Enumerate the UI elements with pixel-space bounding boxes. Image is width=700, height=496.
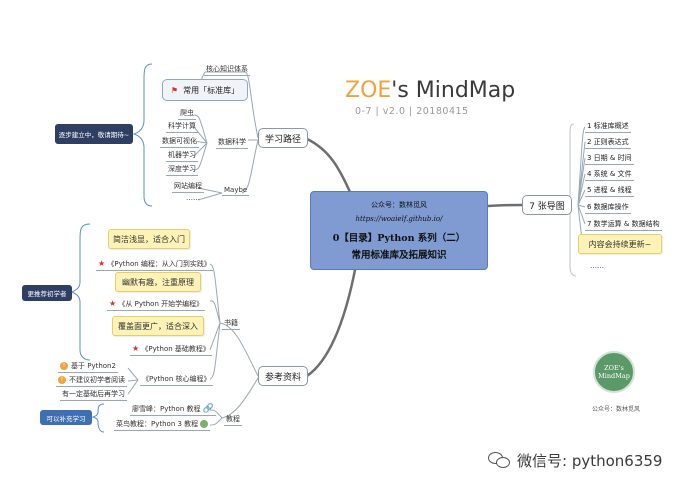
map-item-1[interactable]: 1 标准库概述 [585,121,631,133]
mindmap-subtitle: 0-7 | v2.0 | 20180415 [355,106,469,117]
brace-recommend [70,223,91,361]
data-item-visualization[interactable]: 数据可视化 [160,136,199,148]
core-note-1-text: 基于 Python2 [71,362,116,370]
connector-learning [305,137,352,194]
tutorial-item-1[interactable]: 廖雪峰：Python 教程 🔗 [130,404,216,416]
data-item-sci-compute[interactable]: 科学计算 [166,121,198,133]
more-content-note: 内容会持续更新~ [578,234,662,254]
connector-maybe-items [197,187,223,201]
star-icon: ★ [98,259,106,268]
title-zoe: ZOE [345,78,392,103]
map-item-5[interactable]: 5 进程 & 线程 [585,185,634,197]
connector-right-items [577,126,586,246]
star-icon: ★ [132,344,140,353]
connector-data-items [193,114,208,171]
branch-seven-maps[interactable]: 7 张导图 [522,195,572,215]
learning-dots: …… [186,194,200,202]
tutorial-item-2-text: 菜鸟教程：Python 3 教程 [116,420,199,428]
data-item-ml[interactable]: 机器学习 [166,150,198,162]
map-item-6[interactable]: 6 数据库操作 [585,202,631,214]
data-science-label[interactable]: 数据科学 [216,137,248,149]
brace-supplement [91,403,105,433]
common-lib-label: 常用「标准库」 [183,85,240,95]
connector-core [244,71,259,139]
note-book-1: 简洁浅显，适合入门 [108,229,190,249]
data-item-crawler[interactable]: 爬虫 [178,108,196,120]
maybe-label[interactable]: Maybe [222,186,250,196]
central-url: https://woaielf.github.io/ [355,215,443,223]
connector-tutorial-items [209,409,223,426]
learning-note-tag: 逐步建立中，敬请期待~ [55,124,133,144]
supplement-tag: 可以补充学习 [40,410,92,425]
watermark-text: 微信号: python6359 [517,452,663,470]
connector-book-items [209,263,221,380]
branch-references[interactable]: 参考资料 [258,366,308,386]
wechat-watermark: 微信号: python6359 [488,450,662,471]
map-item-4[interactable]: 4 系统 & 文件 [585,169,634,181]
tutorials-label[interactable]: 教程 [224,414,242,426]
central-subtitle: 常用标准库及拓展知识 [351,250,447,261]
tutorial-item-2[interactable]: 菜鸟教程：Python 3 教程 [114,419,211,431]
brace-learning [132,63,153,207]
logo-caption: 公众号：数林觅风 [592,406,641,413]
star-icon: ★ [109,299,117,308]
book-title-3-text: 《Python 基础教程》 [141,345,210,353]
core-note-2[interactable]: !不建议初学者阅读 [56,375,127,387]
book-title-2[interactable]: ★ 《从 Python 开始学编程》 [107,299,206,311]
book-title-4[interactable]: 《Python 核心编程》 [140,374,213,386]
connector-tutorials [221,377,259,419]
core-note-3[interactable]: 有一定基础后再学习 [60,389,127,401]
web-dev-label[interactable]: 网站编程 [172,181,204,193]
title-mindmap: 's MindMap [391,78,516,103]
books-label[interactable]: 书籍 [222,318,240,330]
note-book-2: 幽默有趣，注重原理 [115,272,201,292]
logo-line-1: ZOE's [604,364,624,372]
common-lib-node[interactable]: ⚑ 常用「标准库」 [162,79,248,101]
mindmap-title: ZOE's MindMap [345,78,515,103]
book-title-2-text: 《从 Python 开始学编程》 [118,300,204,308]
connector-books [219,322,259,377]
logo-line-2: MindMap [598,372,630,380]
book-icon [200,420,209,428]
data-item-dl[interactable]: 深度学习 [166,164,198,176]
connector-core-notes [127,367,139,395]
book-title-1[interactable]: ★ 《Python 编程：从入门到实践》 [96,259,213,271]
branch-learning-path[interactable]: 学习路径 [258,128,308,148]
connector-maybe [241,139,259,194]
tutorial-item-1-text: 廖雪峰：Python 教程 [132,405,201,413]
book-title-3[interactable]: ★ 《Python 基础教程》 [130,344,212,356]
core-knowledge-label[interactable]: 核心知识体系 [204,64,250,76]
map-dots: …… [590,262,604,270]
core-note-2-text: 不建议初学者阅读 [69,376,125,384]
info-badge-icon: ! [60,362,68,370]
central-title: 0【目录】Python 系列（二） [332,233,466,244]
central-account: 公众号：数林觅风 [371,201,427,209]
connector-mindmap [486,203,524,208]
central-topic[interactable]: 公众号：数林觅风 https://woaielf.github.io/ 0【目录… [310,191,488,270]
core-note-1[interactable]: !基于 Python2 [58,361,118,373]
note-book-3: 覆盖面更广，适合深入 [112,316,204,336]
map-item-7[interactable]: 7 数学运算 & 数据结构 [585,219,662,231]
wechat-icon [488,451,512,470]
link-icon: 🔗 [202,404,214,414]
warning-badge-icon: ! [58,376,66,384]
map-item-2[interactable]: 2 正则表达式 [585,137,631,149]
map-item-3[interactable]: 3 日期 & 时间 [585,153,634,165]
zoe-mindmap-logo: ZOE's MindMap [593,351,635,393]
connector-refs [305,268,357,378]
recommend-tag: 更推荐初学者 [22,285,72,301]
flag-icon: ⚑ [170,85,179,95]
book-title-1-text: 《Python 编程：从入门到实践》 [107,260,211,268]
